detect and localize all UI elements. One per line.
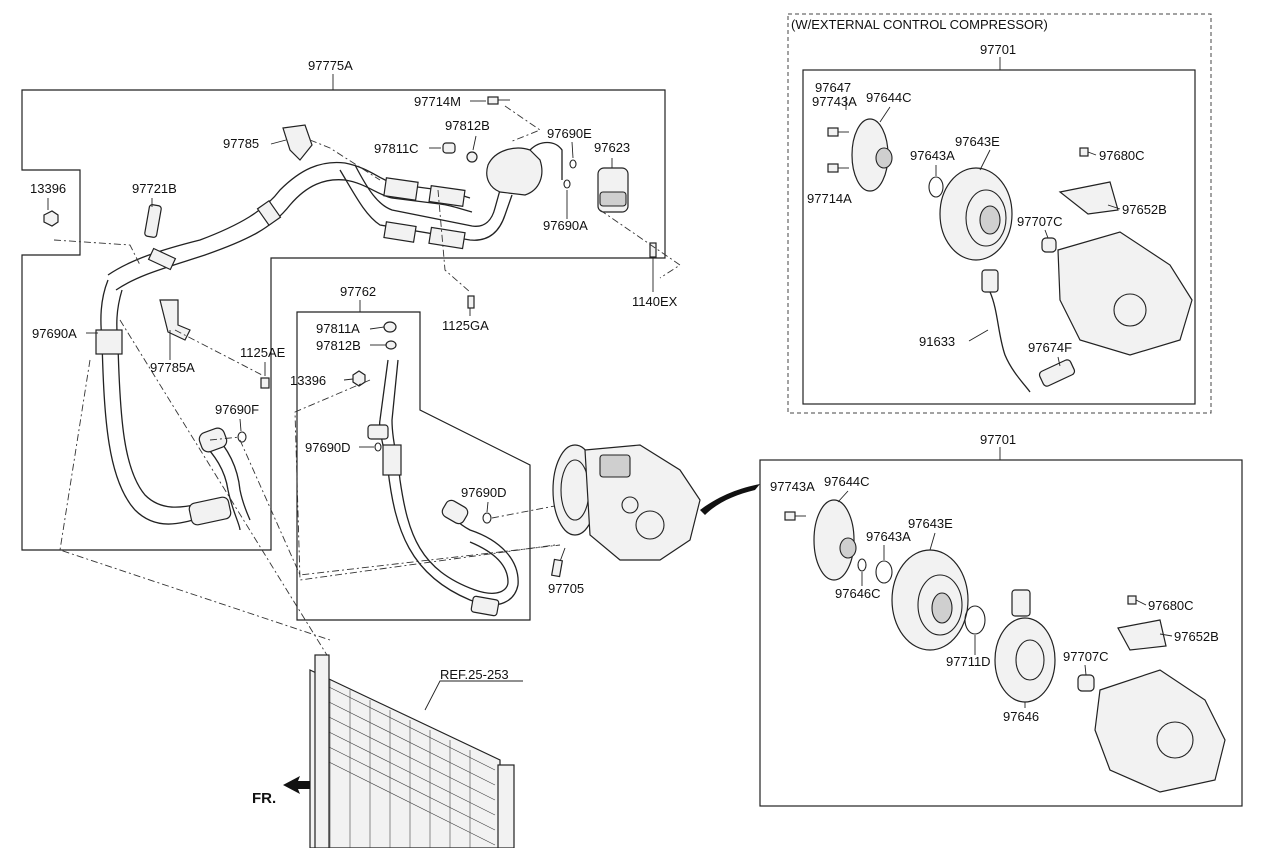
- label-97652B-bottom: 97652B: [1174, 629, 1219, 644]
- compressor-center: [552, 444, 701, 561]
- label-97690E: 97690E: [547, 126, 592, 141]
- label-97643A-bottom: 97643A: [866, 529, 911, 544]
- liquid-hose: [352, 321, 519, 617]
- label-97743A-top: 97743A: [812, 94, 857, 109]
- callout-arrow: [700, 484, 760, 515]
- label-97674F: 97674F: [1028, 340, 1072, 355]
- external-control-box: [787, 13, 1212, 414]
- condenser: [309, 654, 515, 848]
- label-external-control: (W/EXTERNAL CONTROL COMPRESSOR): [791, 17, 1048, 32]
- ref-leader: [424, 680, 523, 711]
- label-1125AE: 1125AE: [240, 345, 286, 360]
- label-97644C-bottom: 97644C: [824, 474, 870, 489]
- label-97812B-mid: 97812B: [316, 338, 361, 353]
- discharge-hose: [95, 279, 251, 531]
- label-97811C: 97811C: [374, 141, 419, 156]
- label-97743A-bottom: 97743A: [770, 479, 815, 494]
- label-91633: 91633: [919, 334, 955, 349]
- top-kit-parts: [827, 118, 1193, 393]
- label-97690A: 97690A: [543, 218, 588, 233]
- bottom-kit-parts: [784, 499, 1226, 793]
- suction-hose: [107, 161, 513, 291]
- label-97701-top: 97701: [980, 42, 1016, 57]
- label-97707C-top: 97707C: [1017, 214, 1063, 229]
- label-97785A: 97785A: [150, 360, 195, 375]
- label-97690D-left: 97690D: [305, 440, 351, 455]
- assembly-box-97701-bottom: [759, 459, 1243, 807]
- label-leaders: [47, 96, 1173, 708]
- label-13396-mid: 13396: [290, 373, 326, 388]
- label-97680C-top: 97680C: [1099, 148, 1145, 163]
- label-97643A-top: 97643A: [910, 148, 955, 163]
- assembly-box-97701-top: [802, 69, 1196, 405]
- label-97623: 97623: [594, 140, 630, 155]
- label-97643E-top: 97643E: [955, 134, 1000, 149]
- label-97647: 97647: [815, 80, 851, 95]
- label-97690D-right: 97690D: [461, 485, 507, 500]
- label-97690A-left: 97690A: [32, 326, 77, 341]
- assembly-box-97762: [296, 311, 531, 621]
- label-97711D: 97711D: [946, 654, 991, 669]
- label-97690F: 97690F: [215, 402, 259, 417]
- label-97705: 97705: [548, 581, 584, 596]
- label-97775A: 97775A: [308, 58, 353, 73]
- label-97680C-bottom: 97680C: [1148, 598, 1194, 613]
- assembly-box-97775A: [21, 89, 666, 551]
- label-13396: 13396: [30, 181, 66, 196]
- label-ref: REF.25-253: [440, 667, 509, 682]
- label-97643E-bottom: 97643E: [908, 516, 953, 531]
- label-97762: 97762: [340, 284, 376, 299]
- dashed-leader-mid: [294, 379, 556, 581]
- label-97646C: 97646C: [835, 586, 881, 601]
- label-1125GA: 1125GA: [442, 318, 489, 333]
- label-97811A: 97811A: [316, 321, 360, 336]
- label-97785: 97785: [223, 136, 259, 151]
- label-97646: 97646: [1003, 709, 1039, 724]
- label-fr: FR.: [252, 790, 276, 807]
- label-97812B: 97812B: [445, 118, 490, 133]
- label-97644C-top: 97644C: [866, 90, 912, 105]
- label-97714A: 97714A: [807, 191, 852, 206]
- dashed-leaders-left: [53, 105, 681, 661]
- label-97714M: 97714M: [414, 94, 461, 109]
- label-97652B-top: 97652B: [1122, 202, 1167, 217]
- label-97721B: 97721B: [132, 181, 177, 196]
- label-97701-bottom: 97701: [980, 432, 1016, 447]
- expansion-valve-block: [486, 141, 629, 213]
- label-1140EX: 1140EX: [632, 294, 678, 309]
- label-97707C-bottom: 97707C: [1063, 649, 1109, 664]
- bolts-and-caps: [43, 96, 657, 443]
- fr-arrow: [283, 776, 310, 794]
